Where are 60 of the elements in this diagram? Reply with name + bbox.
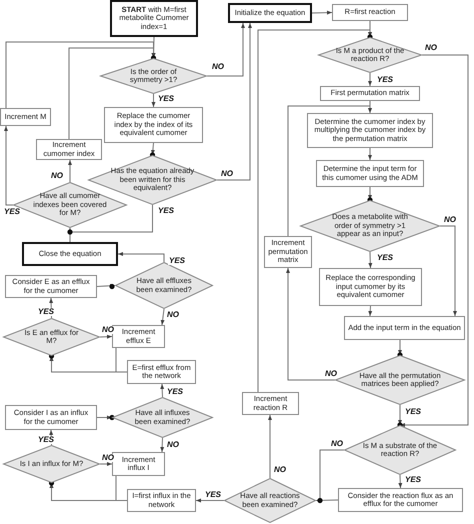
edge-label: NO bbox=[273, 466, 287, 474]
edge-label: YES bbox=[404, 408, 422, 416]
edge-label: NO bbox=[330, 440, 344, 448]
arrow bbox=[398, 340, 402, 356]
edge-label: NO bbox=[220, 170, 234, 178]
edge-label: NO bbox=[166, 441, 180, 449]
arrow bbox=[96, 284, 116, 288]
arrow bbox=[68, 228, 72, 242]
arrow bbox=[368, 186, 372, 200]
arrow bbox=[160, 384, 164, 398]
arrow bbox=[206, 22, 245, 76]
arrow bbox=[368, 72, 372, 86]
arrow bbox=[100, 334, 112, 339]
arrow bbox=[4, 126, 14, 206]
edge-label: NO bbox=[324, 370, 338, 378]
edge-label: YES bbox=[157, 95, 176, 103]
arrow bbox=[440, 226, 457, 316]
arrow bbox=[400, 54, 468, 427]
edge-label: NO bbox=[211, 63, 225, 71]
edge-label: YES bbox=[37, 436, 56, 444]
arrow bbox=[268, 414, 272, 478]
arrow bbox=[216, 22, 252, 180]
edge-label: NO bbox=[101, 454, 115, 462]
arrow bbox=[152, 94, 156, 108]
arrow bbox=[286, 268, 336, 380]
arrow bbox=[368, 252, 372, 268]
arrow bbox=[368, 148, 372, 160]
edge-label: NO bbox=[50, 172, 64, 180]
arrow bbox=[96, 416, 112, 420]
arrow bbox=[68, 160, 72, 182]
edge-label: YES bbox=[204, 491, 222, 499]
arrow bbox=[68, 48, 156, 140]
edge-label: NO bbox=[424, 44, 438, 52]
edge-label: YES bbox=[37, 308, 56, 316]
arrow bbox=[398, 474, 402, 488]
edge-label: NO bbox=[101, 326, 115, 334]
edge-label: YES bbox=[168, 257, 186, 265]
arrow bbox=[100, 462, 112, 466]
arrow bbox=[196, 498, 224, 502]
edge-label: NO bbox=[166, 311, 180, 319]
arrow bbox=[258, 30, 372, 392]
edge-label: YES bbox=[3, 208, 22, 216]
edge-label: YES bbox=[376, 76, 394, 84]
arrow bbox=[312, 10, 332, 15]
arrow bbox=[316, 498, 338, 502]
arrow bbox=[118, 252, 164, 262]
edge-label: YES bbox=[157, 207, 176, 215]
edge-label: NO bbox=[443, 216, 457, 224]
edge-label: YES bbox=[166, 388, 184, 396]
arrow bbox=[368, 306, 372, 316]
edge-label: YES bbox=[376, 254, 394, 262]
arrow bbox=[150, 142, 155, 156]
edge-label: YES bbox=[404, 476, 422, 484]
arrow bbox=[398, 404, 402, 426]
arrow bbox=[160, 438, 164, 452]
arrow bbox=[50, 476, 116, 501]
arrow bbox=[160, 308, 165, 326]
arrow bbox=[288, 106, 372, 236]
arrow bbox=[6, 42, 156, 108]
arrow bbox=[50, 348, 116, 372]
